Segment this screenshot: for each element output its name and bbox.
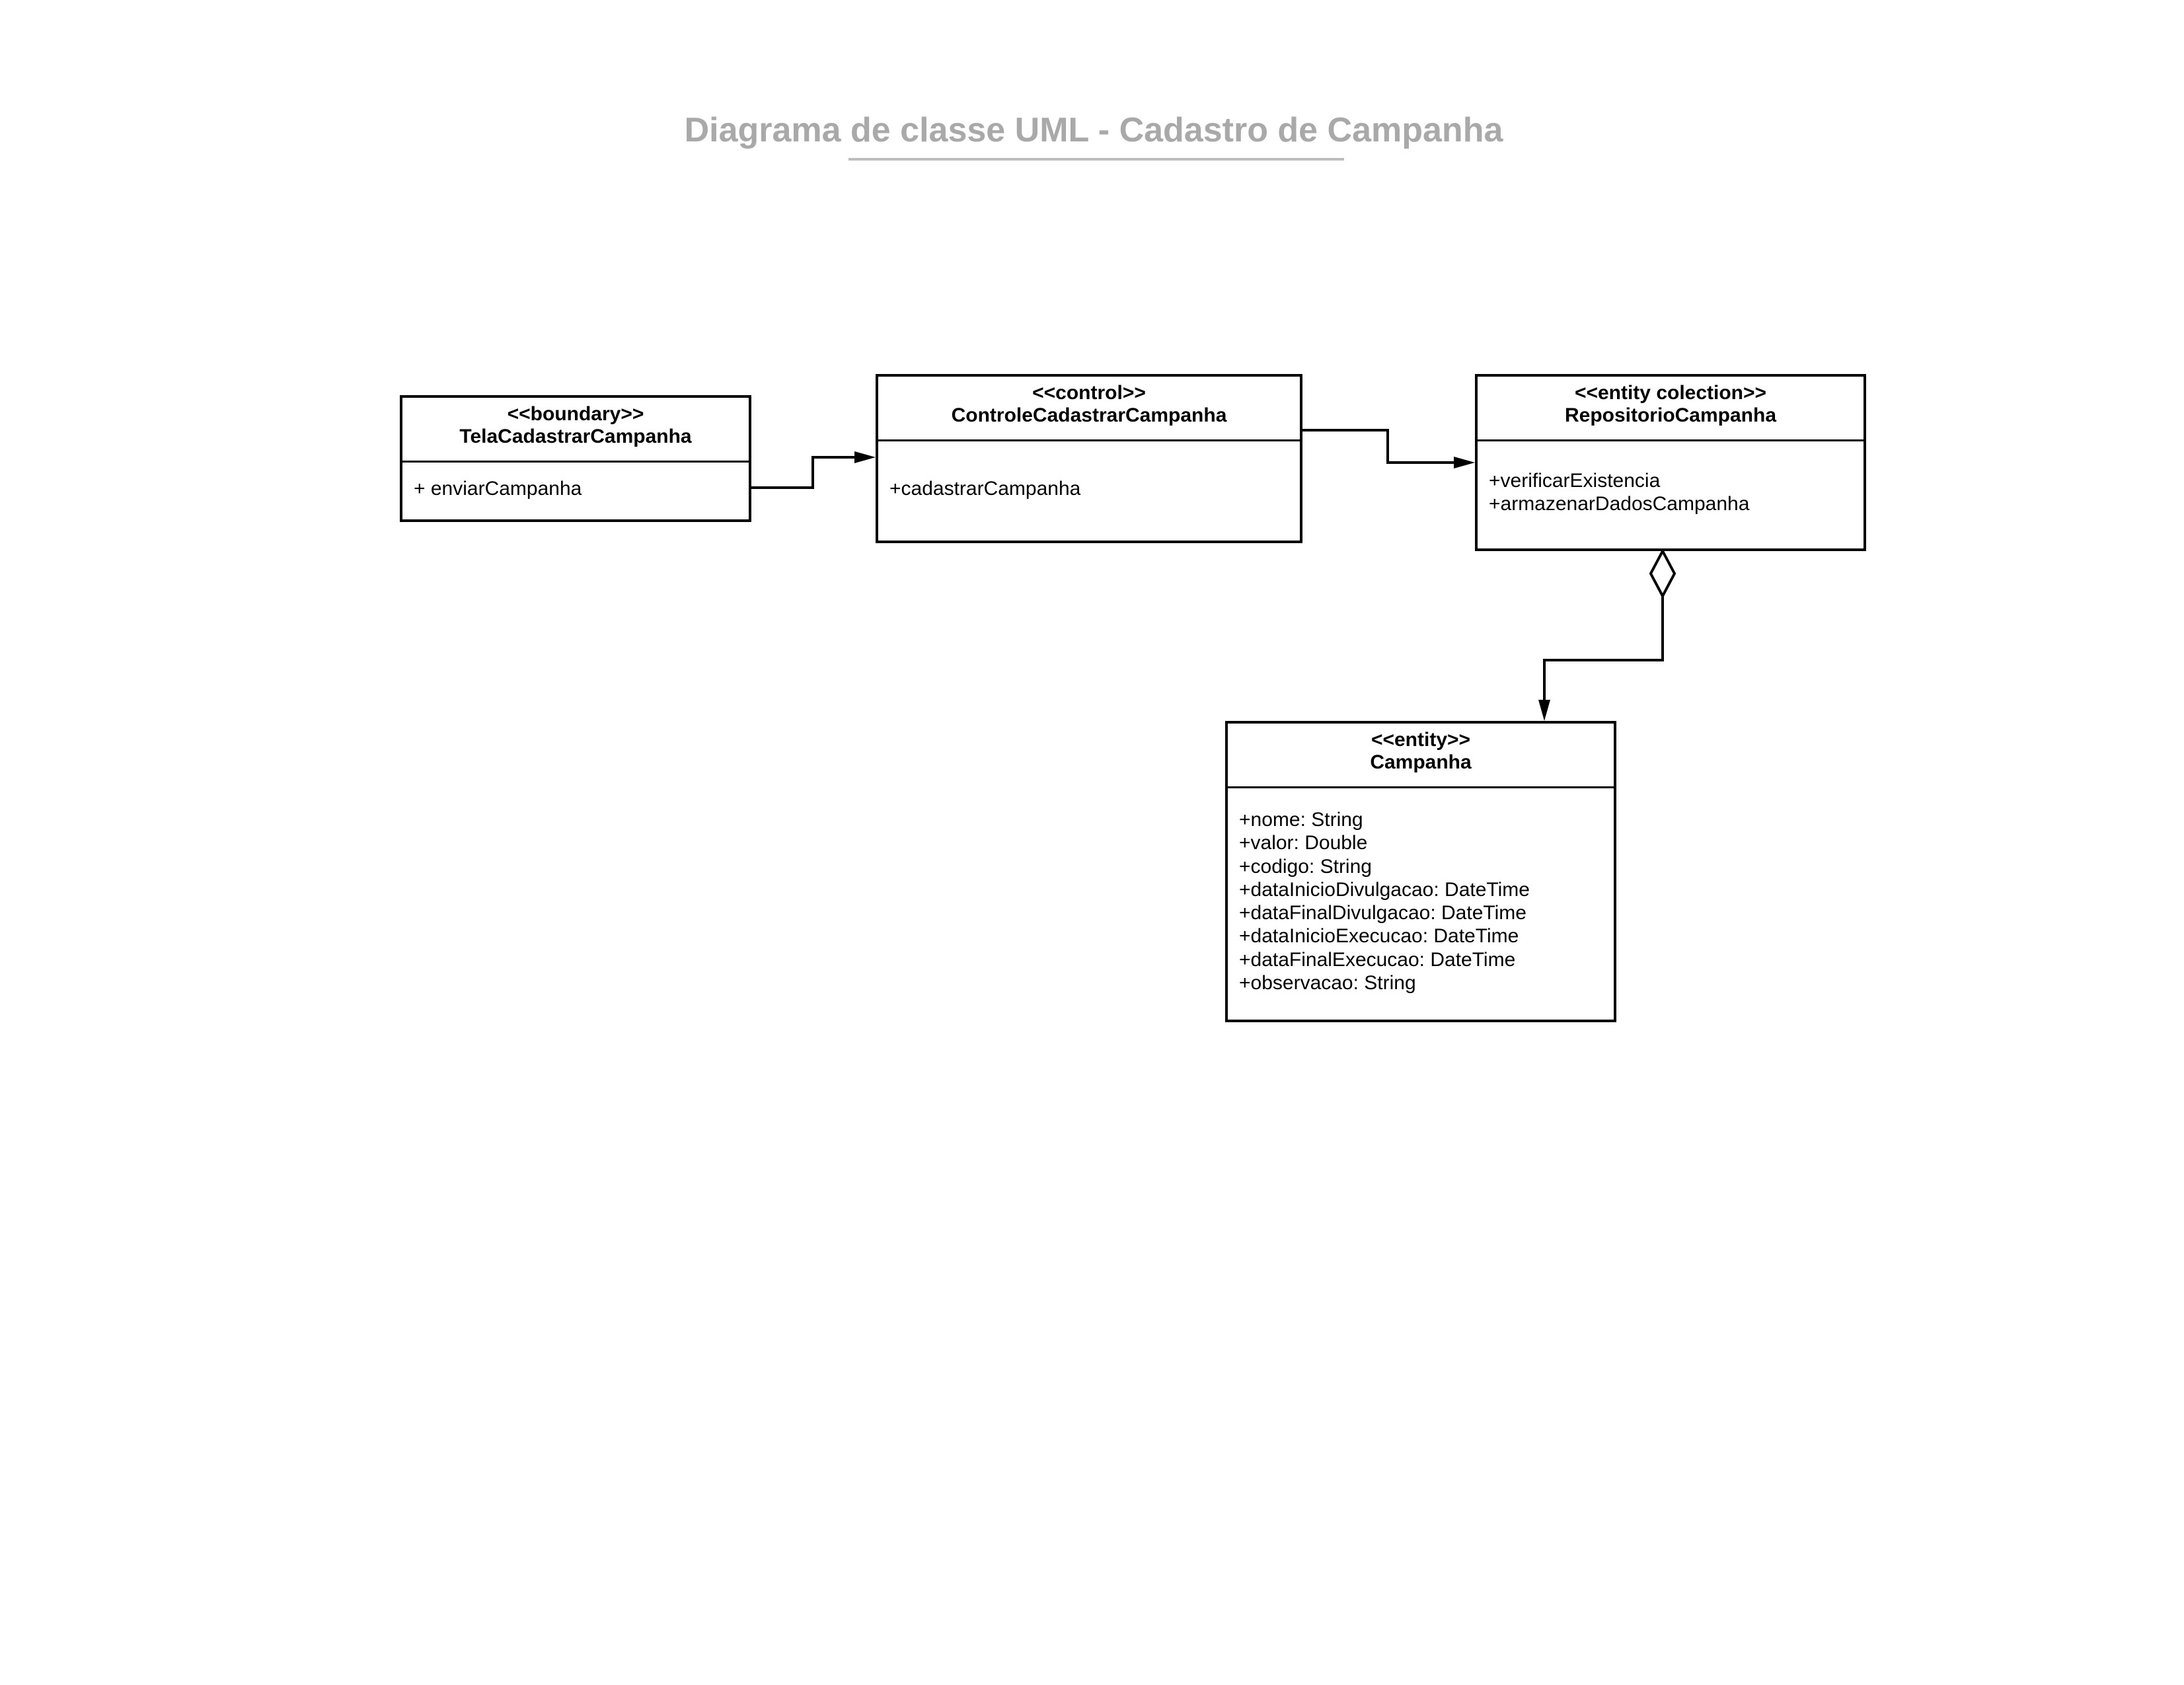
aggregation-diamond-icon xyxy=(1649,548,1676,599)
class-members: +nome: String +valor: Double +codigo: St… xyxy=(1228,788,1614,994)
class-attribute: +dataInicioExecucao: DateTime xyxy=(1239,925,1519,948)
arrowhead-icon xyxy=(1454,457,1475,468)
class-stereotype: <<control>> xyxy=(1032,382,1146,404)
class-header: <<entity>> Campanha xyxy=(1228,724,1614,788)
class-campanha[interactable]: <<entity>> Campanha +nome: String +valor… xyxy=(1225,721,1616,1022)
class-operation: + enviarCampanha xyxy=(414,478,582,500)
class-operation: +cadastrarCampanha xyxy=(889,478,1081,500)
class-stereotype: <<entity colection>> xyxy=(1574,382,1767,404)
class-name: RepositorioCampanha xyxy=(1564,404,1777,426)
class-header: <<boundary>> TelaCadastrarCampanha xyxy=(402,398,749,463)
class-controle-cadastrar-campanha[interactable]: <<control>> ControleCadastrarCampanha +c… xyxy=(876,374,1302,543)
class-operation: +verificarExistencia xyxy=(1489,470,1661,492)
arrowhead-icon xyxy=(854,451,876,463)
aggregation-line-repositorio-campanha[interactable] xyxy=(1543,596,1664,701)
class-attribute: +observacao: String xyxy=(1239,972,1416,994)
class-attribute: +dataInicioDivulgacao: DateTime xyxy=(1239,878,1530,901)
class-attribute: +codigo: String xyxy=(1239,855,1372,878)
class-name: ControleCadastrarCampanha xyxy=(951,404,1227,426)
title-underline xyxy=(848,158,1344,161)
class-attribute: +dataFinalExecucao: DateTime xyxy=(1239,948,1516,971)
arrowhead-icon xyxy=(1538,700,1550,721)
class-members: +verificarExistencia +armazenarDadosCamp… xyxy=(1478,441,1864,516)
diagram-title: Diagrama de classe UML - Cadastro de Cam… xyxy=(684,111,1503,149)
class-members: +cadastrarCampanha xyxy=(878,441,1300,500)
class-attribute: +valor: Double xyxy=(1239,832,1368,854)
association-line-controle-repositorio[interactable] xyxy=(1302,429,1455,464)
class-stereotype: <<entity>> xyxy=(1371,729,1471,751)
class-name: TelaCadastrarCampanha xyxy=(459,426,692,447)
class-tela-cadastrar-campanha[interactable]: <<boundary>> TelaCadastrarCampanha + env… xyxy=(400,395,751,522)
class-header: <<entity colection>> RepositorioCampanha xyxy=(1478,377,1864,441)
class-header: <<control>> ControleCadastrarCampanha xyxy=(878,377,1300,441)
class-attribute: +nome: String xyxy=(1239,809,1363,831)
association-line-tela-controle[interactable] xyxy=(751,456,856,489)
class-members: + enviarCampanha xyxy=(402,463,749,500)
class-stereotype: <<boundary>> xyxy=(507,403,644,425)
class-name: Campanha xyxy=(1370,751,1472,773)
class-attribute: +dataFinalDivulgacao: DateTime xyxy=(1239,902,1526,924)
class-operation: +armazenarDadosCampanha xyxy=(1489,493,1750,515)
class-repositorio-campanha[interactable]: <<entity colection>> RepositorioCampanha… xyxy=(1475,374,1866,551)
